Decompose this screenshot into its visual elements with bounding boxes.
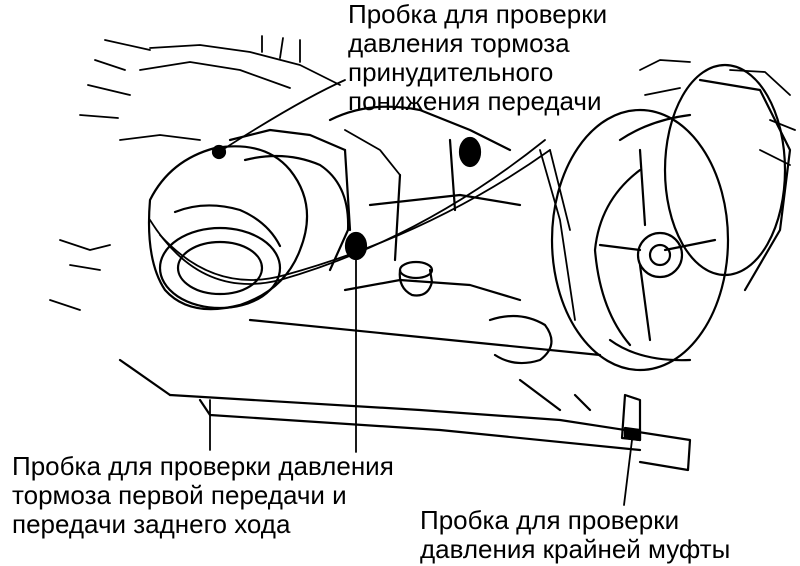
- leader-lines: [149, 79, 633, 506]
- leader-end-clutch: [623, 439, 633, 506]
- leader-kickdown-tube: [149, 139, 546, 285]
- right-disc-assembly: [550, 63, 792, 442]
- label-line: Пробка для проверки давления: [12, 451, 394, 481]
- label-first-reverse-brake-plug: Пробка для проверки давления тормоза пер…: [12, 452, 394, 539]
- label-line: тормоза первой передачи и: [12, 480, 347, 510]
- leader-kickdown-tube-2: [159, 149, 551, 281]
- label-line: Пробка для проверки: [348, 0, 608, 29]
- background-hatching: [49, 35, 796, 311]
- oil-pan: [118, 318, 692, 472]
- leader-kickdown: [218, 79, 346, 153]
- label-line: давления тормоза: [348, 28, 570, 58]
- label-end-clutch-plug: Пробка для проверки давления крайней муф…: [420, 506, 730, 564]
- label-line: понижения передачи: [348, 86, 602, 116]
- label-line: давления крайней муфты: [420, 534, 731, 564]
- bell-housing: [147, 128, 350, 311]
- central-casing: [328, 105, 553, 365]
- label-line: передачи заднего хода: [12, 509, 291, 539]
- label-line: Пробка для проверки: [420, 505, 680, 535]
- label-line: принудительного: [348, 57, 554, 87]
- label-kickdown-brake-plug: Пробка для проверки давления тормоза при…: [348, 0, 607, 116]
